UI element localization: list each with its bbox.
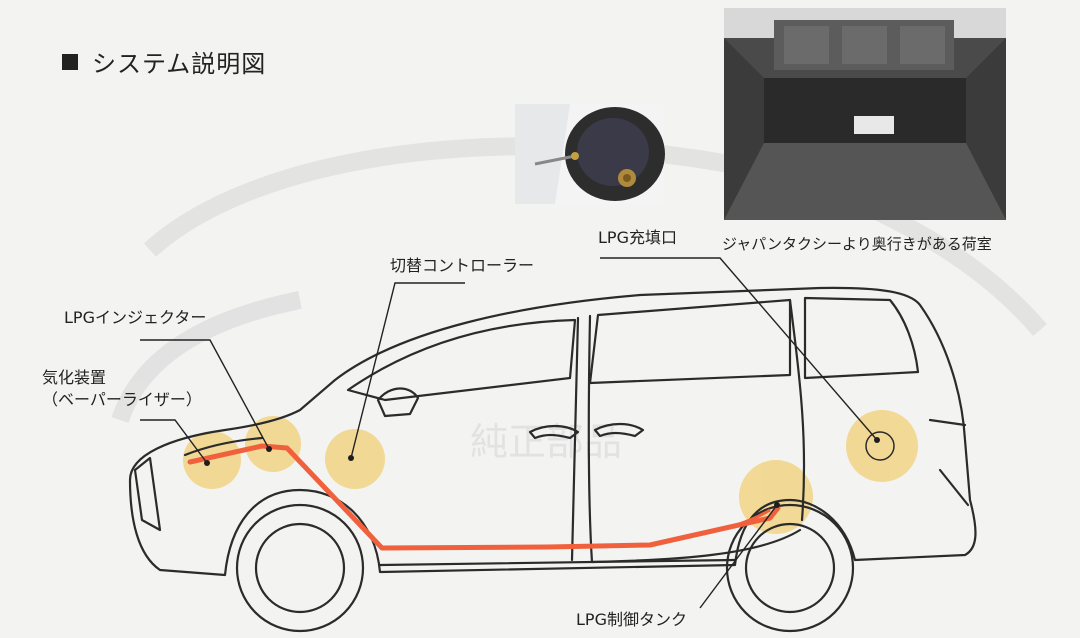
injector-label: LPGインジェクター bbox=[64, 308, 207, 327]
leader-lines bbox=[140, 257, 878, 609]
vaporizer-label-line1: 気化装置 bbox=[42, 368, 107, 387]
filler-leader bbox=[600, 257, 878, 441]
tank-label: LPG制御タンク bbox=[576, 610, 687, 629]
filler-label: LPG充填口 bbox=[598, 228, 677, 247]
title-bullet bbox=[62, 53, 78, 70]
title-text: システム説明図 bbox=[92, 50, 267, 78]
vaporizer-leader bbox=[140, 419, 208, 464]
cargo-caption: ジャパンタクシーより奥行きがある荷室 bbox=[722, 235, 992, 253]
vaporizer-label: 気化装置 （ベーパーライザー） bbox=[42, 368, 202, 410]
injector-leader bbox=[140, 339, 270, 450]
vaporizer-label-line2: （ベーパーライザー） bbox=[42, 390, 202, 409]
controller-label: 切替コントローラー bbox=[390, 256, 535, 275]
filler-cap bbox=[865, 431, 895, 461]
lpg-pipe bbox=[187, 443, 781, 551]
controller-leader bbox=[350, 282, 465, 459]
car-outline bbox=[128, 286, 977, 633]
lpg-pipe-inner bbox=[649, 508, 771, 547]
fuel-filler-photo bbox=[515, 104, 665, 204]
fuel-filler-illustration bbox=[515, 104, 665, 204]
filler-highlight bbox=[846, 410, 918, 482]
background-car-silhouette bbox=[111, 137, 1047, 424]
cargo-area-illustration bbox=[724, 8, 1006, 220]
controller-highlight bbox=[325, 429, 385, 489]
cargo-area-photo bbox=[724, 8, 1006, 220]
page-title: システム説明図 bbox=[62, 44, 266, 79]
tank-leader bbox=[699, 504, 778, 609]
vaporizer-highlight bbox=[183, 431, 241, 489]
